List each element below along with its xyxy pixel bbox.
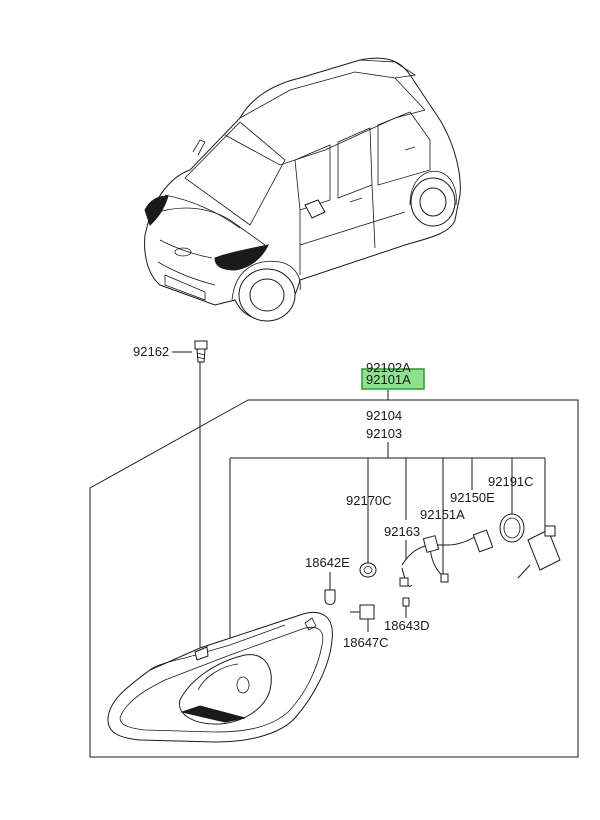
small-bulb-icon [402, 597, 410, 607]
side-bulb-icon [324, 589, 336, 605]
bolt-icon [194, 340, 208, 363]
vehicle-illustration [144, 57, 461, 322]
label-92170C[interactable]: 92170C [346, 493, 392, 508]
label-92191C[interactable]: 92191C [488, 474, 534, 489]
label-92151A[interactable]: 92151A [420, 507, 465, 522]
label-92163[interactable]: 92163 [384, 524, 420, 539]
headlamp-assembly-icon [107, 611, 333, 743]
label-18642E[interactable]: 18642E [305, 555, 350, 570]
label-18643D[interactable]: 18643D [384, 618, 430, 633]
label-92104[interactable]: 92104 [366, 408, 402, 423]
bulb-socket-icon [359, 562, 377, 578]
part-labels: 92162 92102A 92101A 92104 92103 92170C 9… [133, 344, 534, 650]
label-92150E[interactable]: 92150E [450, 490, 495, 505]
highlight-box [361, 368, 425, 390]
main-bulb-icon [350, 604, 375, 620]
label-92102A[interactable]: 92102A [366, 360, 411, 375]
label-92162[interactable]: 92162 [133, 344, 169, 359]
wiring-harness-icon [399, 529, 494, 587]
leader-lines [172, 351, 546, 655]
label-18647C[interactable]: 18647C [343, 635, 389, 650]
assembly-frame [89, 399, 579, 758]
label-92101A[interactable]: 92101A [366, 372, 411, 387]
label-92103[interactable]: 92103 [366, 426, 402, 441]
leveling-actuator-icon [517, 525, 561, 579]
bulb-ring-icon [499, 513, 525, 543]
